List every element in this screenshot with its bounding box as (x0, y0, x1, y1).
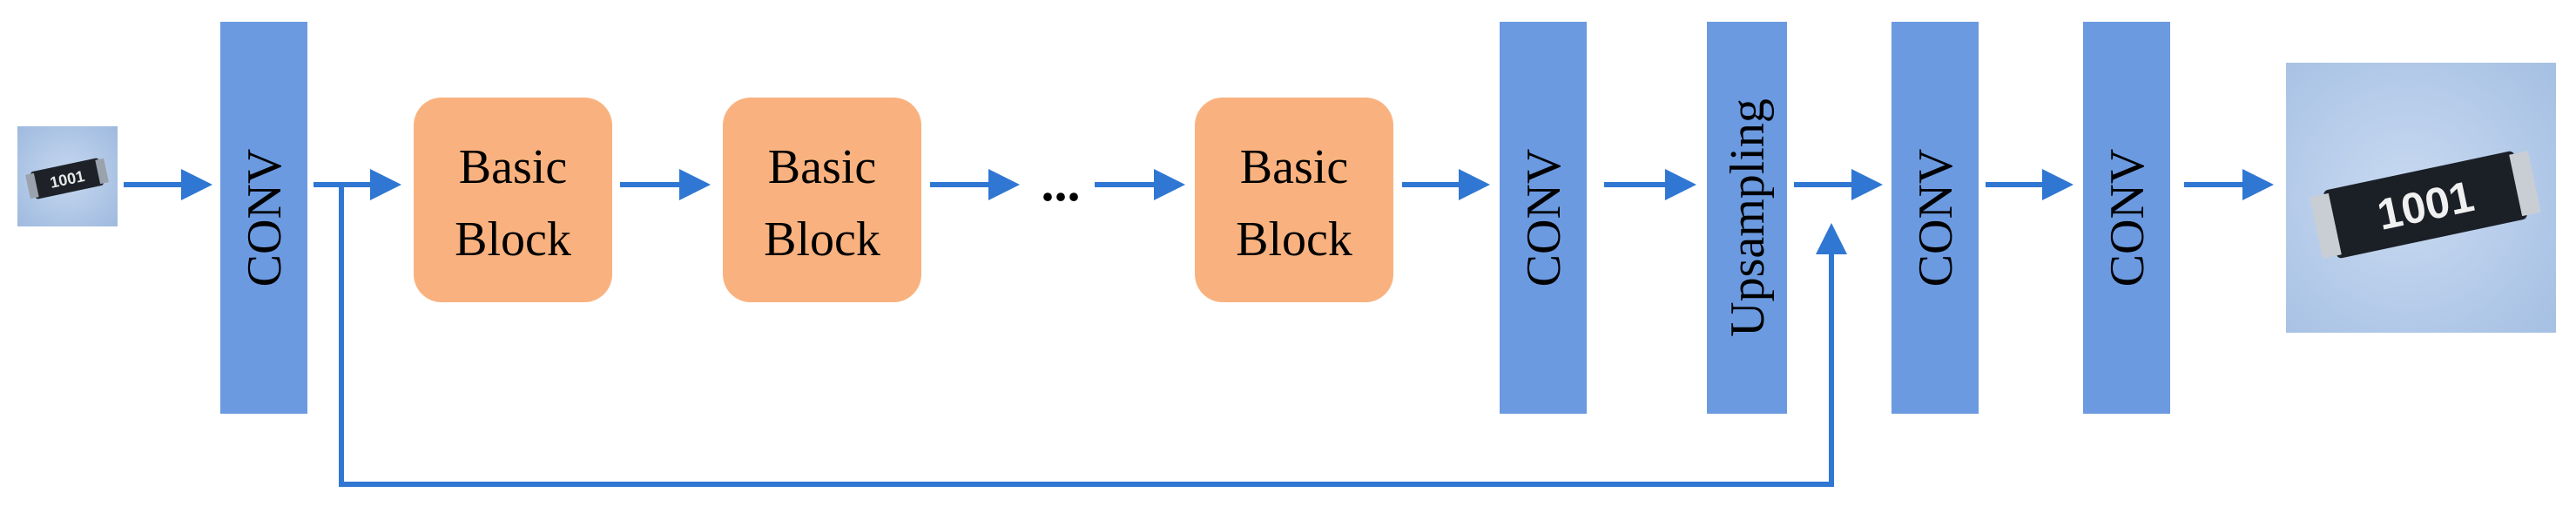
basic-block-2: Basic Block (723, 98, 921, 302)
output-image: 1001 (2286, 63, 2556, 333)
input-image: 1001 (17, 126, 118, 226)
conv-layer-3: CONV (1892, 22, 1979, 414)
basic-block-2-label-line2: Block (764, 213, 880, 267)
upsampling-layer: Upsampling (1707, 22, 1787, 414)
conv-layer-3-label: CONV (1909, 149, 1963, 287)
basic-block-2-label-line1: Basic (768, 140, 876, 194)
basic-block-3-label-line2: Block (1236, 213, 1352, 267)
basic-block-3-label-line1: Basic (1240, 140, 1348, 194)
skip-connection-arrow (339, 185, 1847, 487)
basic-block-1: Basic Block (414, 98, 612, 302)
conv-layer-1-label: CONV (238, 149, 292, 287)
basic-block-3: Basic Block (1195, 98, 1393, 302)
basic-block-1-label-line2: Block (455, 213, 571, 267)
conv-layer-4: CONV (2083, 22, 2170, 414)
upsampling-layer-label: Upsampling (1721, 98, 1775, 337)
basic-block-1-label-line1: Basic (459, 140, 567, 194)
ellipsis: ... (1042, 154, 1081, 212)
conv-layer-1: CONV (220, 22, 307, 414)
conv-layer-2-label: CONV (1517, 149, 1571, 287)
conv-layer-2: CONV (1500, 22, 1587, 414)
conv-layer-4-label: CONV (2101, 149, 2155, 287)
